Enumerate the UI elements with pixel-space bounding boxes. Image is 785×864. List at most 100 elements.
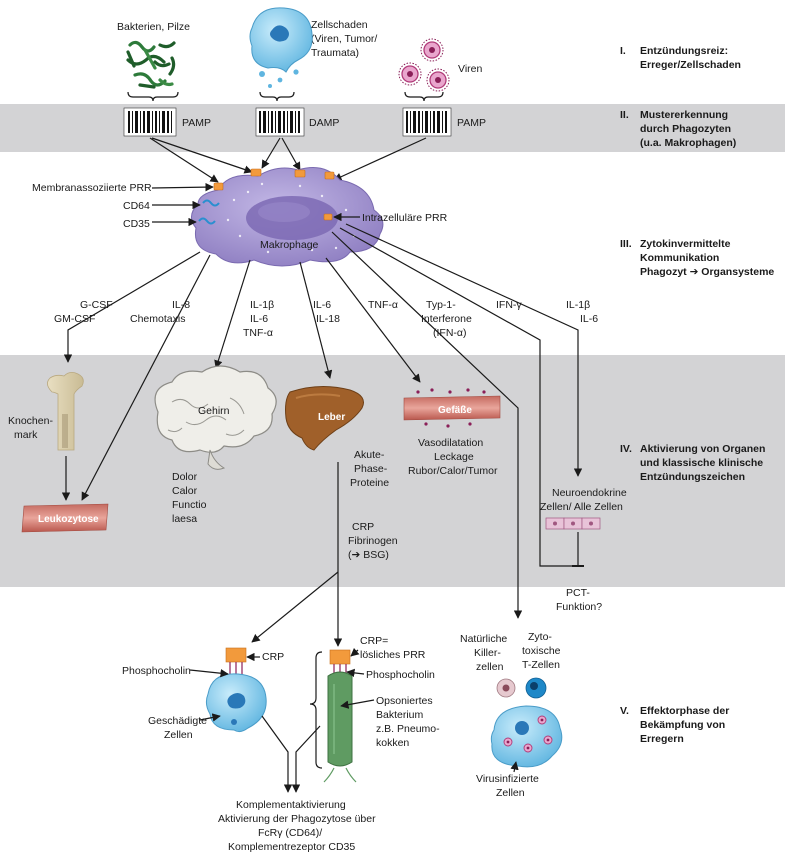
complement-line-2: Aktivierung der Phagozytose über: [218, 813, 376, 825]
stage-5-label: V. Effektorphase der Bekämpfung von Erre…: [620, 705, 729, 745]
membrane-prr-pointer: [151, 182, 214, 192]
membrane-prr-label: Membranassoziierte PRR: [32, 182, 152, 194]
cytokine-gmcsf: GM-CSF: [54, 313, 95, 325]
opsonized-bacterium: [309, 649, 357, 783]
bone-marrow-icon: [47, 372, 84, 451]
crp-label-2: Fibrinogen: [348, 535, 398, 547]
damage-label-3: Traumata): [311, 47, 359, 59]
svg-text:(u.a. Makrophagen): (u.a. Makrophagen): [640, 137, 736, 149]
leukocytosis-vessel: [21, 503, 109, 533]
complement-line-3: FcRγ (CD64)/: [258, 827, 322, 839]
tcell-icon: [525, 677, 547, 699]
bacterium-label-1: Opsoniertes: [376, 695, 433, 707]
phosphocholin-right-pointer: [346, 668, 365, 678]
cytokine-il1b-1: IL-1β: [250, 299, 274, 311]
cytokine-il1b-2: IL-1β: [566, 299, 590, 311]
brain-sign-4: laesa: [172, 513, 197, 525]
svg-text:Bekämpfung von: Bekämpfung von: [640, 719, 725, 731]
crp-to-cells-arrow: [251, 571, 339, 643]
cd35-label: CD35: [123, 218, 150, 230]
virus-brace: [404, 91, 444, 102]
crp-right-label-2: lösliches PRR: [360, 649, 426, 661]
cytokine-arrows: [63, 223, 583, 619]
svg-text:III.: III.: [620, 238, 632, 250]
barcode-pamp-right: [402, 107, 452, 137]
cytokine-il18: IL-18: [316, 313, 340, 325]
phosphocholin-left-pointer: [189, 669, 229, 678]
bacteria-fungi-icon: [126, 40, 176, 89]
nk-cell-icon: [496, 678, 516, 698]
infected-cell-icon: [490, 705, 563, 768]
svg-text:Zytokinvermittelte: Zytokinvermittelte: [640, 238, 731, 250]
cytokine-il8: IL-8: [172, 299, 190, 311]
neuroendocrine-label-2: Zellen/ Alle Zellen: [540, 501, 623, 513]
neuroendocrine-label-1: Neuroendokrine: [552, 487, 627, 499]
cytokine-ifng: IFN-γ: [496, 299, 522, 311]
tcell-label-3: T-Zellen: [522, 659, 560, 671]
cytokine-interferone: Interferone: [421, 313, 472, 325]
stage-1-label: I. Entzündungsreiz: Erreger/Zellschaden: [620, 45, 741, 71]
bacterium-label-3: z.B. Pneumo-: [376, 723, 440, 735]
crp-label-1: CRP: [352, 521, 374, 533]
brain-label: Gehirn: [198, 405, 230, 417]
pamp-left-label: PAMP: [182, 117, 211, 129]
damaged-cell-crp: [205, 647, 267, 733]
acute-phase-2: Phase-: [354, 463, 388, 475]
viruses-label: Viren: [458, 63, 482, 75]
infected-label-2: Zellen: [496, 787, 525, 799]
nk-label-1: Natürliche: [460, 633, 507, 645]
neuroendocrine-cells-icon: [545, 517, 601, 530]
svg-text:durch Phagozyten: durch Phagozyten: [640, 123, 731, 135]
vessel-sign-3: Rubor/Calor/Tumor: [408, 465, 498, 477]
stage-3-label: III. Zytokinvermittelte Kommunikation Ph…: [620, 238, 774, 278]
cytokine-il6-2: IL-6: [313, 299, 331, 311]
bacterium-label-4: kokken: [376, 737, 409, 749]
cytokine-tnfa-2: TNF-α: [368, 299, 398, 311]
pct-label-1: PCT-: [566, 587, 590, 599]
complement-line-1: Komplementaktivierung: [236, 799, 346, 811]
vessel-sign-2: Leckage: [434, 451, 474, 463]
complement-arrows: [261, 715, 321, 793]
svg-text:Erregern: Erregern: [640, 733, 684, 745]
damage-label-1: Zellschaden: [311, 19, 368, 31]
svg-text:Phagozyt ➔ Organsysteme: Phagozyt ➔ Organsysteme: [640, 266, 774, 278]
svg-text:Entzündungsreiz:: Entzündungsreiz:: [640, 45, 728, 57]
complement-line-4: Komplementrezeptor CD35: [228, 841, 355, 853]
nk-label-2: Killer-: [474, 647, 501, 659]
leukocytosis-label: Leukozytose: [38, 514, 99, 525]
band-stage-iv: [0, 355, 785, 587]
svg-text:II.: II.: [620, 109, 629, 121]
macrophage-cell: [191, 167, 384, 267]
cytokine-il6-1: IL-6: [250, 313, 268, 325]
damaged-cell-icon: [249, 7, 313, 88]
pamp-right-label: PAMP: [457, 117, 486, 129]
damage-label-2: (Viren, Tumor/: [311, 33, 377, 45]
membrane-receptors: [213, 168, 335, 221]
pct-inhibition: [572, 532, 584, 567]
infected-pointer: [510, 761, 519, 773]
vessel-label: Gefäße: [438, 405, 472, 416]
marrow-label-2: mark: [14, 429, 38, 441]
brain-sign-1: Dolor: [172, 471, 198, 483]
svg-text:Effektorphase der: Effektorphase der: [640, 705, 729, 717]
svg-text:und klassische klinische: und klassische klinische: [640, 457, 763, 469]
nk-label-3: zellen: [476, 661, 504, 673]
bacteria-brace: [127, 91, 179, 102]
vessel-icon: [403, 388, 501, 428]
crp-right-pointer: [350, 647, 360, 657]
liver-icon: [285, 386, 364, 451]
cytokine-il6-3: IL-6: [580, 313, 598, 325]
damaged-cells-label-2: Zellen: [164, 729, 193, 741]
damage-brace: [259, 91, 295, 102]
bacteria-label: Bakterien, Pilze: [117, 21, 190, 33]
tcell-label-2: toxische: [522, 645, 561, 657]
svg-text:Entzündungszeichen: Entzündungszeichen: [640, 471, 745, 483]
svg-text:Mustererkennung: Mustererkennung: [640, 109, 728, 121]
cd64-label: CD64: [123, 200, 150, 212]
damp-label: DAMP: [309, 117, 339, 129]
acute-phase-1: Akute-: [354, 449, 385, 461]
liver-label: Leber: [318, 412, 345, 423]
svg-text:I.: I.: [620, 45, 626, 57]
svg-text:V.: V.: [620, 705, 629, 717]
